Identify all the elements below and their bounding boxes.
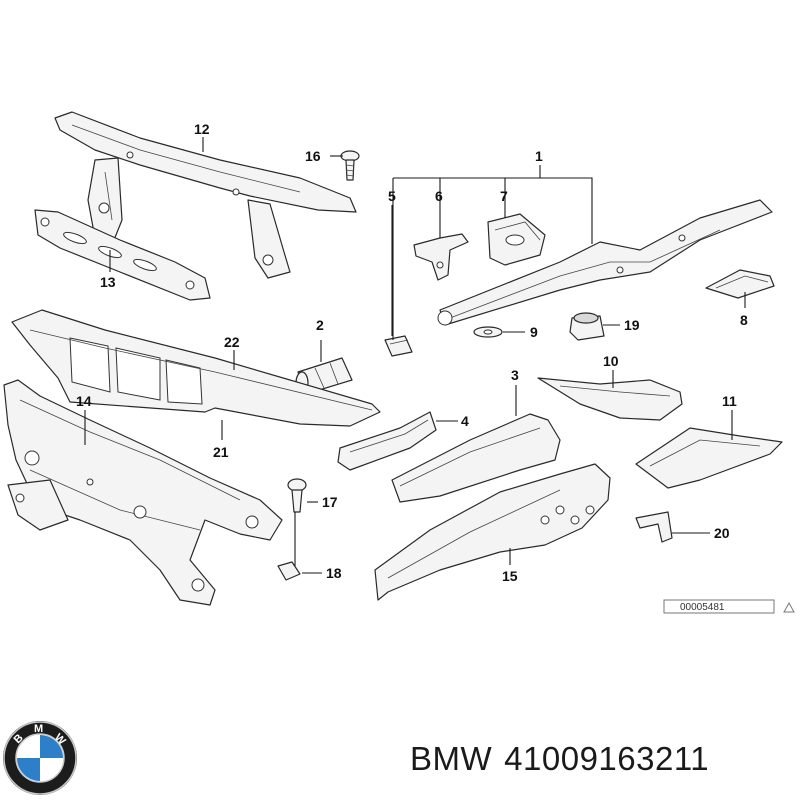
part-15-engine-support (374, 463, 611, 601)
callout-9: 9 (530, 324, 538, 340)
callout-6: 6 (435, 188, 443, 204)
callout-20: 20 (714, 525, 730, 541)
part-13-bracket (34, 209, 211, 301)
part-6-bracket (413, 233, 469, 281)
bmw-roundel-icon: B M W (3, 721, 77, 795)
part-18-clip-nut (277, 561, 301, 581)
part-3-rail (391, 413, 561, 503)
callout-21: 21 (213, 444, 229, 460)
callout-17: 17 (322, 494, 338, 510)
part-19-rubber-mount (569, 312, 605, 341)
reference-number: 00005481 (680, 602, 725, 613)
part-8-plate (705, 269, 775, 299)
part-20-bracket (635, 511, 673, 543)
part-14-front-carrier (3, 379, 283, 606)
triangle-icon (783, 601, 795, 613)
part-caption: BMW 41009163211 (410, 740, 721, 778)
callout-2: 2 (316, 317, 324, 333)
callout-19: 19 (624, 317, 640, 333)
callout-14: 14 (76, 393, 92, 409)
callout-13: 13 (100, 274, 116, 290)
callout-12: 12 (194, 121, 210, 137)
callout-5: 5 (388, 188, 396, 204)
callout-3: 3 (511, 367, 519, 383)
part-11-panel (635, 427, 783, 489)
callout-1: 1 (535, 148, 543, 164)
part-16-screw (340, 150, 360, 181)
leader-lines (84, 137, 746, 574)
callout-4: 4 (461, 413, 469, 429)
part-12-upper-crossmember (54, 111, 357, 279)
part-21-front-panel (11, 309, 381, 427)
logo-letter-m: M (34, 723, 43, 735)
callout-11: 11 (722, 393, 737, 409)
part-5-clip (384, 335, 413, 357)
part-9-washer (473, 326, 503, 338)
callout-22: 22 (224, 334, 240, 350)
callout-8: 8 (740, 312, 748, 328)
part-7-mount (487, 213, 546, 266)
part-10-panel (537, 377, 683, 421)
brand-name: BMW (410, 740, 493, 777)
part-number: 41009163211 (504, 740, 710, 777)
callout-15: 15 (502, 568, 518, 584)
part-1-side-member (437, 199, 773, 326)
callout-18: 18 (326, 565, 342, 581)
part-4-rail (337, 411, 437, 471)
part-17-bolt (287, 478, 307, 513)
callout-7: 7 (500, 188, 508, 204)
callout-10: 10 (603, 353, 619, 369)
reference-number-box: 00005481 (663, 599, 795, 614)
callout-labels: 12 13 16 1 5 6 7 8 9 19 2 22 14 21 17 18… (76, 121, 748, 584)
callout-16: 16 (305, 148, 321, 164)
